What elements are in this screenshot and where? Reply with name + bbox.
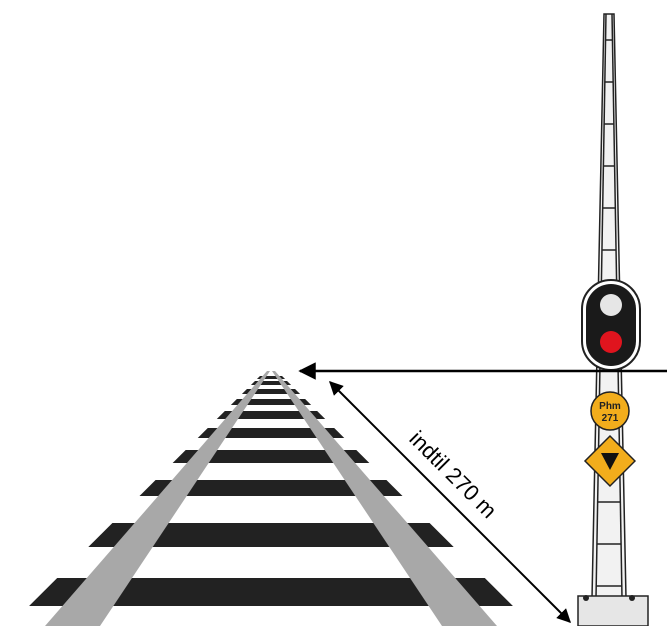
plate-line-2: 271 — [602, 413, 619, 424]
plate-line-1: Phm — [599, 401, 621, 412]
signal-lamp-white — [600, 294, 622, 316]
signal-lamp-red — [600, 331, 622, 353]
signal-base — [578, 595, 648, 626]
railway-track — [29, 371, 513, 626]
signal-head — [582, 280, 640, 370]
distance-label: indtil 270 m — [404, 426, 501, 523]
phm-plate: Phm 271 — [591, 392, 629, 430]
diamond-sign — [585, 436, 635, 486]
